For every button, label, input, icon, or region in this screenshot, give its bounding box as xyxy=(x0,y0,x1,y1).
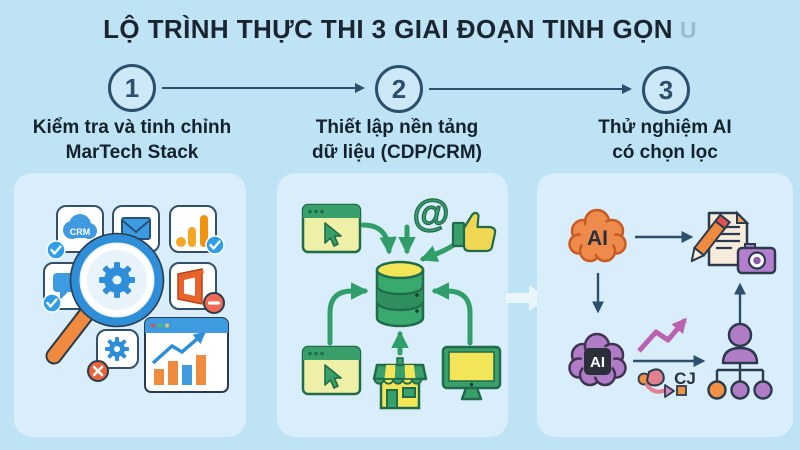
stage-1-label: Kiểm tra và tinh chỉnh MarTech Stack xyxy=(12,115,252,165)
stage-3-number: 3 xyxy=(658,74,674,105)
panel-data-platform: @ xyxy=(277,173,508,437)
bar-chart-window-icon xyxy=(144,317,229,393)
monitor-icon xyxy=(441,345,502,401)
analytics-card xyxy=(169,205,217,253)
gear-icon xyxy=(105,337,129,361)
database-icon xyxy=(375,260,425,328)
stage-3-label-line2: có chọn lọc xyxy=(612,142,718,163)
panel-martech-audit: CRM xyxy=(14,173,246,437)
crm-card: CRM xyxy=(56,205,104,253)
stage-1-number: 1 xyxy=(124,72,140,103)
analytics-bars-icon xyxy=(176,215,208,247)
stage-arrow-2-3 xyxy=(429,84,632,94)
ai-flow-arrows xyxy=(592,231,746,367)
at-symbol-icon: @ xyxy=(412,193,449,235)
stage-3-label-line1: Thử nghiệm AI xyxy=(598,117,732,138)
stage-1-marker: 1 xyxy=(108,64,156,112)
stage-1-label-line2: MarTech Stack xyxy=(65,142,199,163)
crm-label: CRM xyxy=(70,227,91,237)
stage-2-label-line2: dữ liệu (CDP/CRM) xyxy=(312,142,482,163)
check-badge xyxy=(205,235,225,255)
browser-cursor-icon xyxy=(301,345,362,396)
cj-label: CJ xyxy=(674,369,696,388)
office-icon xyxy=(177,268,204,305)
stage-3-label: Thử nghiệm AI có chọn lọc xyxy=(545,115,785,165)
storefront-icon xyxy=(372,357,428,410)
ai-testing-illustration: AI xyxy=(568,208,777,400)
customer-journey-icon: CJ xyxy=(637,368,696,398)
org-chart-icon xyxy=(707,322,773,400)
gear-card xyxy=(96,329,139,369)
crm-cloud-icon: CRM xyxy=(63,214,97,239)
check-badge xyxy=(42,293,62,313)
minus-badge xyxy=(203,292,225,314)
page-title-text: LỘ TRÌNH THỰC THI 3 GIAI ĐOẠN TINH GỌN xyxy=(103,14,673,44)
stage-3-marker: 3 xyxy=(642,66,690,114)
data-platform-illustration: @ xyxy=(301,192,502,410)
stage-2-label-line1: Thiết lập nền tảng xyxy=(315,117,479,138)
camera-icon xyxy=(736,243,777,275)
thumbs-up-icon xyxy=(451,211,497,253)
martech-audit-illustration: CRM xyxy=(42,205,229,393)
ai-brain-chip-icon: AI xyxy=(568,332,627,387)
stage-1-label-line1: Kiểm tra và tinh chỉnh xyxy=(32,117,232,138)
stage-2-label: Thiết lập nền tảng dữ liệu (CDP/CRM) xyxy=(277,115,517,165)
browser-cursor-icon xyxy=(301,203,362,254)
ai-label-bottom: AI xyxy=(590,354,605,371)
stage-2-number: 2 xyxy=(391,73,407,104)
stage-arrow-1-2 xyxy=(162,83,365,93)
x-badge xyxy=(87,360,109,382)
panel-ai-testing: AI xyxy=(537,173,793,437)
magnifier-gear-icon xyxy=(45,232,165,365)
growth-arrow-icon xyxy=(637,317,687,353)
check-badge xyxy=(46,240,66,260)
ai-label-top: AI xyxy=(587,227,608,250)
gear-icon xyxy=(99,262,135,298)
email-icon xyxy=(121,217,151,240)
stage-2-marker: 2 xyxy=(375,65,423,113)
title-watermark: U xyxy=(679,17,697,43)
ai-brain-orange-icon: AI xyxy=(568,208,627,263)
